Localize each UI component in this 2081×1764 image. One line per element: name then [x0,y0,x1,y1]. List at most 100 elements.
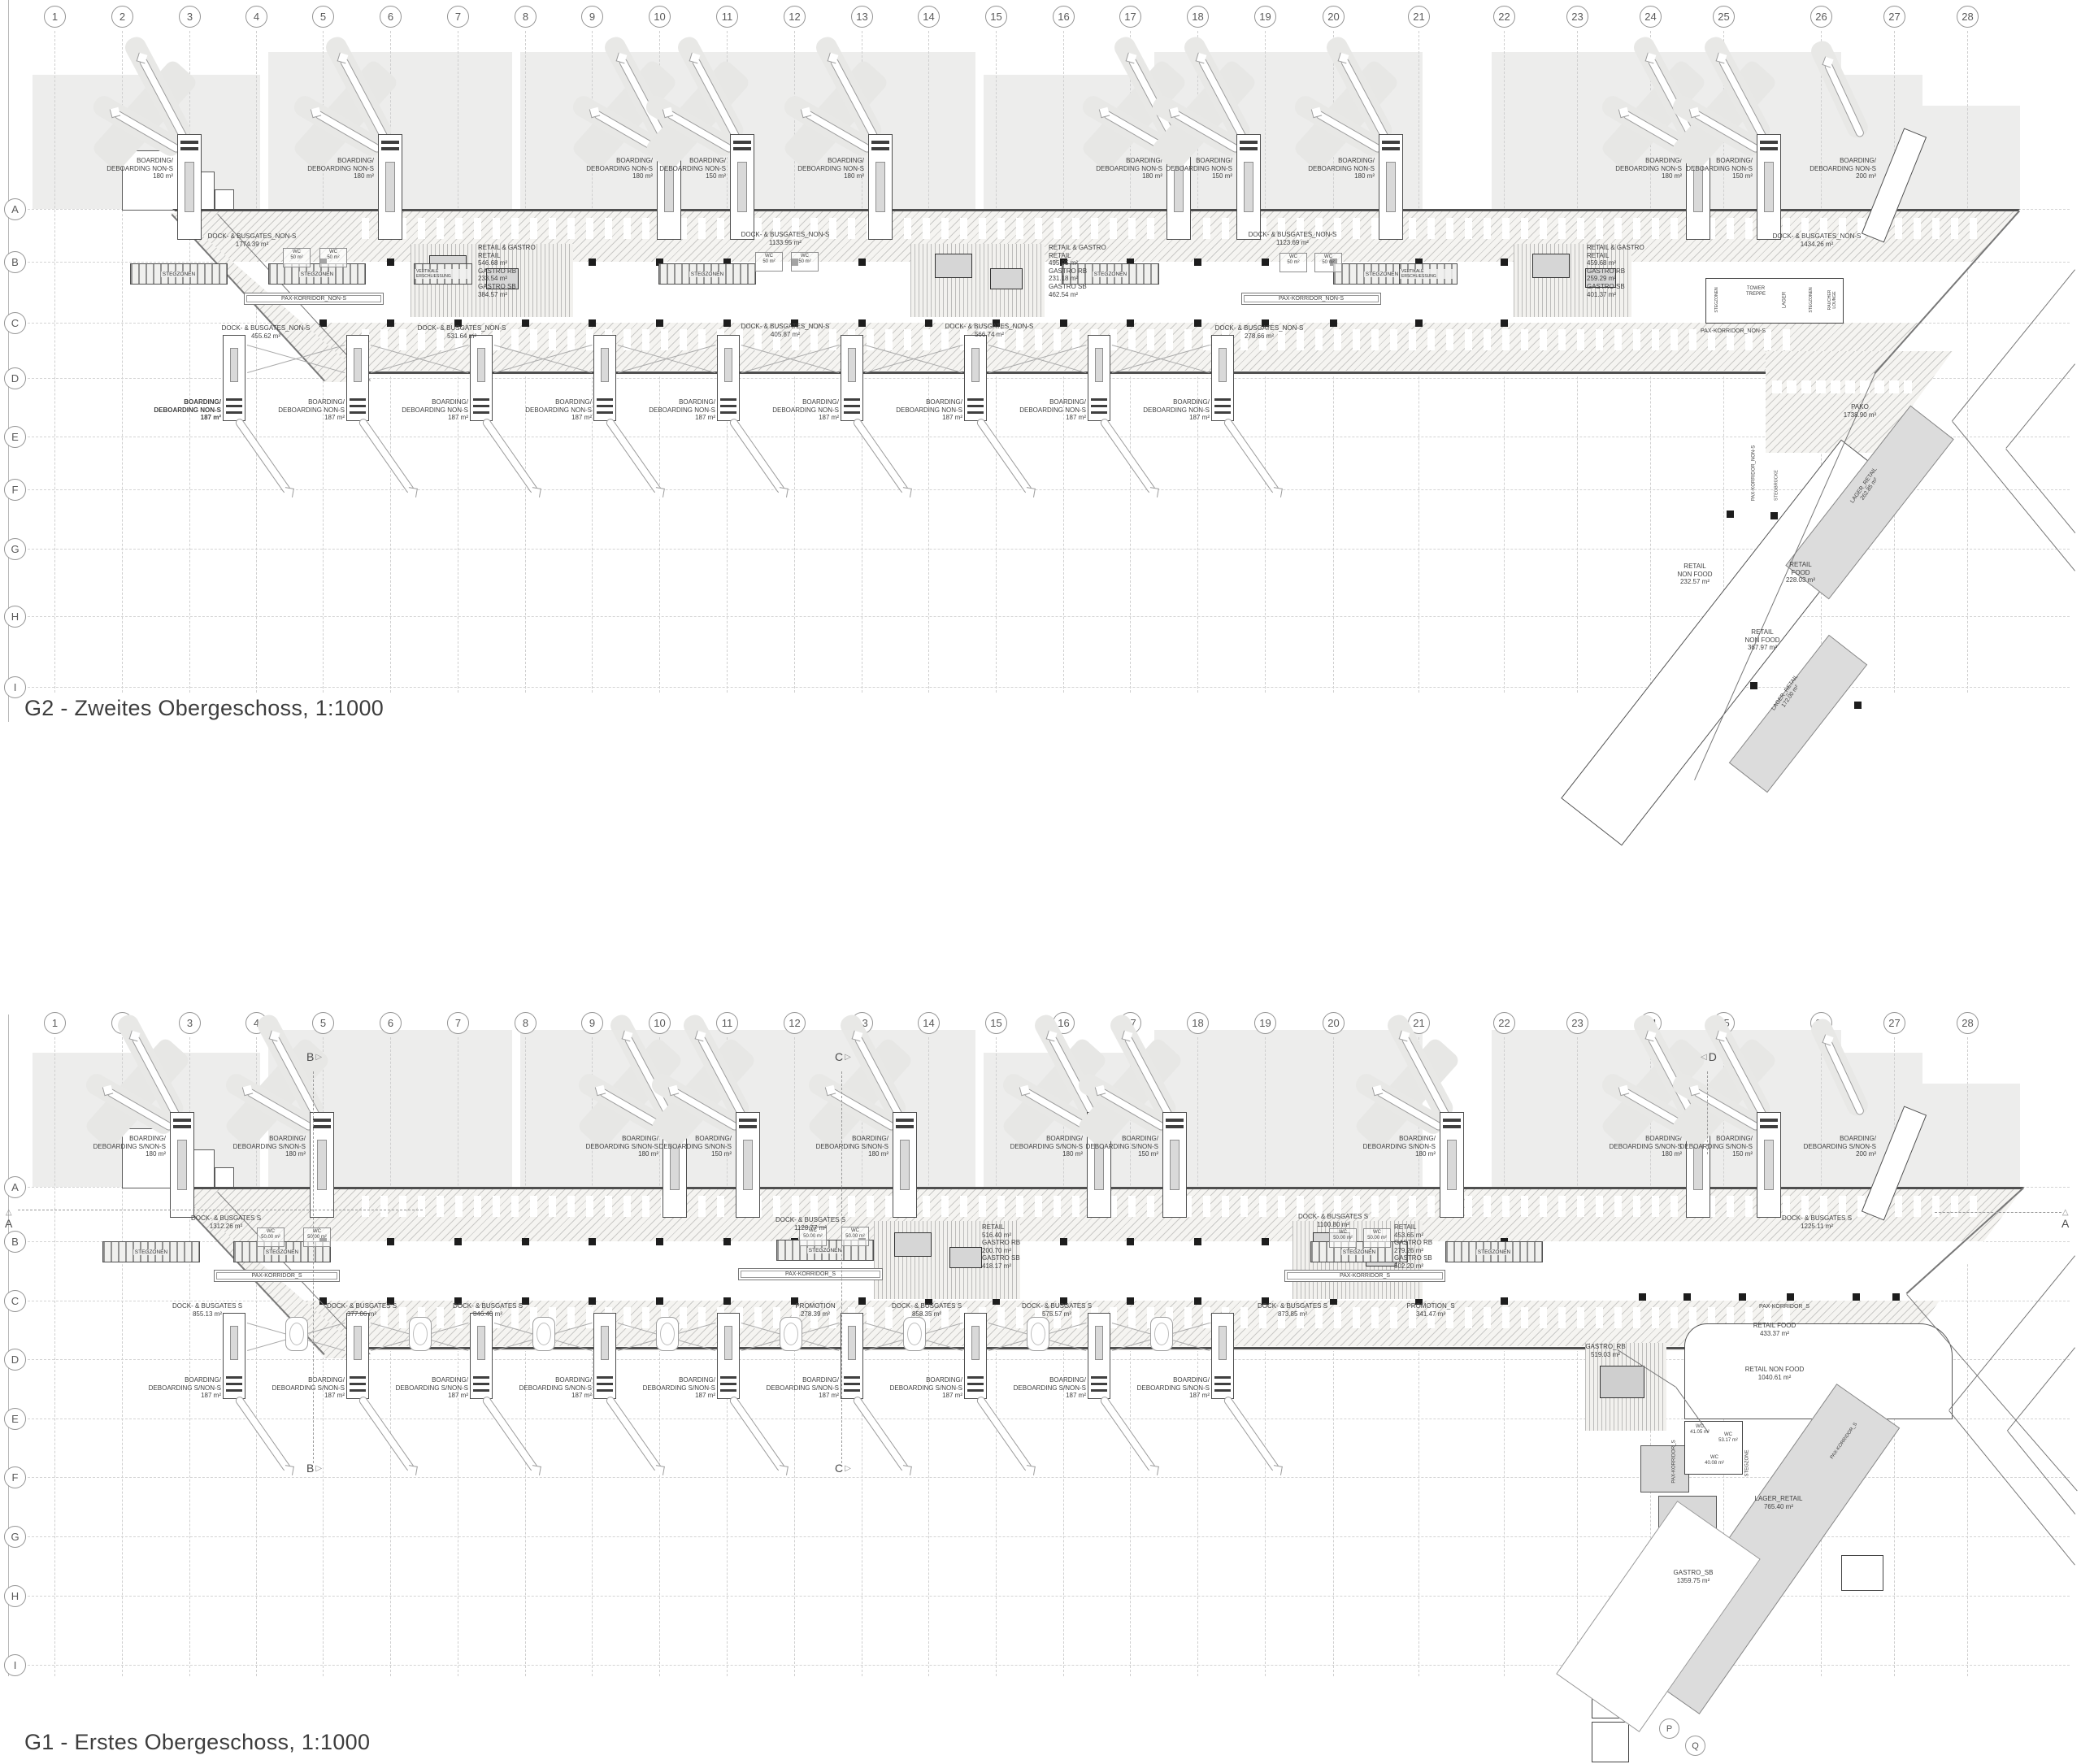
misc-plan-rect [1684,1421,1743,1475]
gate-pier-bar [967,1376,984,1379]
grid-column-line [1504,1037,1505,1676]
wc-label: WC 50 m² [762,254,775,265]
grid-row-bubble: I [4,1654,26,1676]
black-column-square [1501,1297,1508,1305]
boarding-label: BOARDING/ DEBOARDING S/NON-S 180 m² [815,1135,888,1158]
black-column-square [1060,1297,1067,1305]
area-label: WC 40.08 m² [1705,1455,1724,1466]
wc-label: WC 50.00 m² [803,1228,823,1240]
grid-column-bubble: 19 [1254,6,1276,28]
wc-label: WC 50 m² [798,254,811,265]
gate-pier-bar [350,411,366,414]
misc-plan-rect [1684,1323,1953,1419]
black-column-square [319,1297,327,1305]
grid-column-bubble: 16 [1053,6,1075,28]
pako-area [1766,351,1953,453]
grid-column-bubble: 28 [1957,1012,1979,1034]
black-column-square [925,1297,932,1305]
gate-tower-escalator [1447,1140,1457,1190]
dock-busgates-label: DOCK- & BUSGATES_NON-S 566.74 m² [945,323,1034,338]
grid-column-bubble: 11 [716,1012,738,1034]
gate-tower-bar [733,147,751,150]
wc-box [1329,1228,1357,1248]
grid-column-bubble: 20 [1323,1012,1345,1034]
boarding-label: BOARDING/ DEBOARDING NON-S 180 m² [586,157,653,180]
grid-row-bubble: E [4,426,26,448]
boarding-label: BOARDING/ DEBOARDING NON-S 180 m² [1615,157,1682,180]
gate-tower-bar [1240,141,1258,144]
section-marker: B▷ [306,1050,323,1063]
deboarding-label: BOARDING/ DEBOARDING NON-S 187 m² [278,398,345,422]
grid-column-line [323,1037,324,1676]
deboarding-label: BOARDING/ DEBOARDING NON-S 187 m² [896,398,962,422]
boarding-label: BOARDING/ DEBOARDING S/NON-S 180 m² [232,1135,306,1158]
area-label: PAX-KORRIDOR_S [1671,1440,1677,1484]
gate-pier-escalator [354,1326,362,1360]
gate-pier-bar [226,411,242,414]
gate-pier-bar [597,398,613,401]
gate-tower-bar [871,147,889,150]
grid-column-bubble: 13 [851,6,873,28]
gate-tower-bar [1443,1125,1461,1128]
boarding-label: BOARDING/ DEBOARDING NON-S 180 m² [106,157,173,180]
area-label: STEGZONE [1744,1449,1750,1477]
grid-column-bubble: 10 [649,1012,671,1034]
gate-tower-bar [381,141,399,144]
grid-row-line [28,1359,2070,1360]
gate-tower-bar [313,1125,331,1128]
gate-tower-escalator [185,162,194,212]
grid-row-line [28,1477,2070,1478]
grid-column-bubble: 15 [985,1012,1007,1034]
gate-pier-bar [350,405,366,407]
jet-bridge-head [1272,1465,1283,1475]
gate-tower-escalator [737,162,747,212]
grid-column-line [256,1037,257,1676]
black-column-square [723,1297,731,1305]
black-column-square [1501,319,1508,327]
black-column-square [723,259,731,266]
retail-zone-hatch [910,244,1045,317]
grid-column-bubble: 23 [1566,1012,1588,1034]
stegzonen-box: STEGZONEN [130,263,228,285]
gate-pier-bar [844,405,860,407]
black-column-square [319,319,327,327]
grid-column-bubble: 7 [447,6,469,28]
misc-plan-rect [1705,278,1844,324]
misc-plan-rect [1532,254,1570,278]
gate-pier-escalator [971,1326,980,1360]
retail-gastro-group: RETAIL & GASTRO RETAIL 495.05 m² GASTRO … [1049,244,1106,298]
area-label: RETAIL NON FOOD 367.97 m² [1744,628,1780,652]
gate-pier-escalator [724,1326,732,1360]
gate-pier-bar [1091,1376,1107,1379]
black-column-square [1892,1293,1900,1301]
jet-bridge-head [778,487,789,497]
grid-column-bubble: 19 [1254,1012,1276,1034]
black-column-square [723,319,731,327]
retail-gastro-group: RETAIL 453.65 m² GASTRO RB 279.26 m² GAS… [1394,1223,1433,1270]
black-column-square [1727,511,1734,518]
wc-box [319,248,347,267]
vertikale-erschliessung-box: VERTIKALE ERSCHLIESSUNG [1399,263,1458,285]
grid-column-bubble: 12 [784,6,806,28]
gate-pier-bar [967,411,984,414]
black-column-square [1060,1238,1067,1245]
boarding-label: BOARDING/ DEBOARDING NON-S 180 m² [1096,157,1162,180]
jet-bridge-head [1025,1465,1036,1475]
jet-bridge-head [1272,487,1283,497]
wc-label: WC 50.00 m² [1333,1230,1353,1241]
grid-column-line [928,1037,929,1676]
gate-pier-bar [473,1383,489,1385]
jet-bridge [728,417,787,495]
pax-korridor-box: PAX-KORRIDOR_NON-S [1241,293,1381,305]
gate-pier-bar [1214,405,1231,407]
jet-bridge-head [1149,487,1159,497]
grid-column-line [189,1037,190,1676]
bus-vehicle [903,1317,926,1351]
grid-bubble-extra: Q [1685,1736,1705,1756]
stegzonen-box: STEGZONEN [776,1240,874,1261]
black-column-square [387,1238,394,1245]
black-column-square [925,319,932,327]
area-label: STEGBRÜCKE [1774,470,1779,501]
gate-pier-escalator [601,1326,609,1360]
misc-plan-rect [1640,1445,1689,1492]
